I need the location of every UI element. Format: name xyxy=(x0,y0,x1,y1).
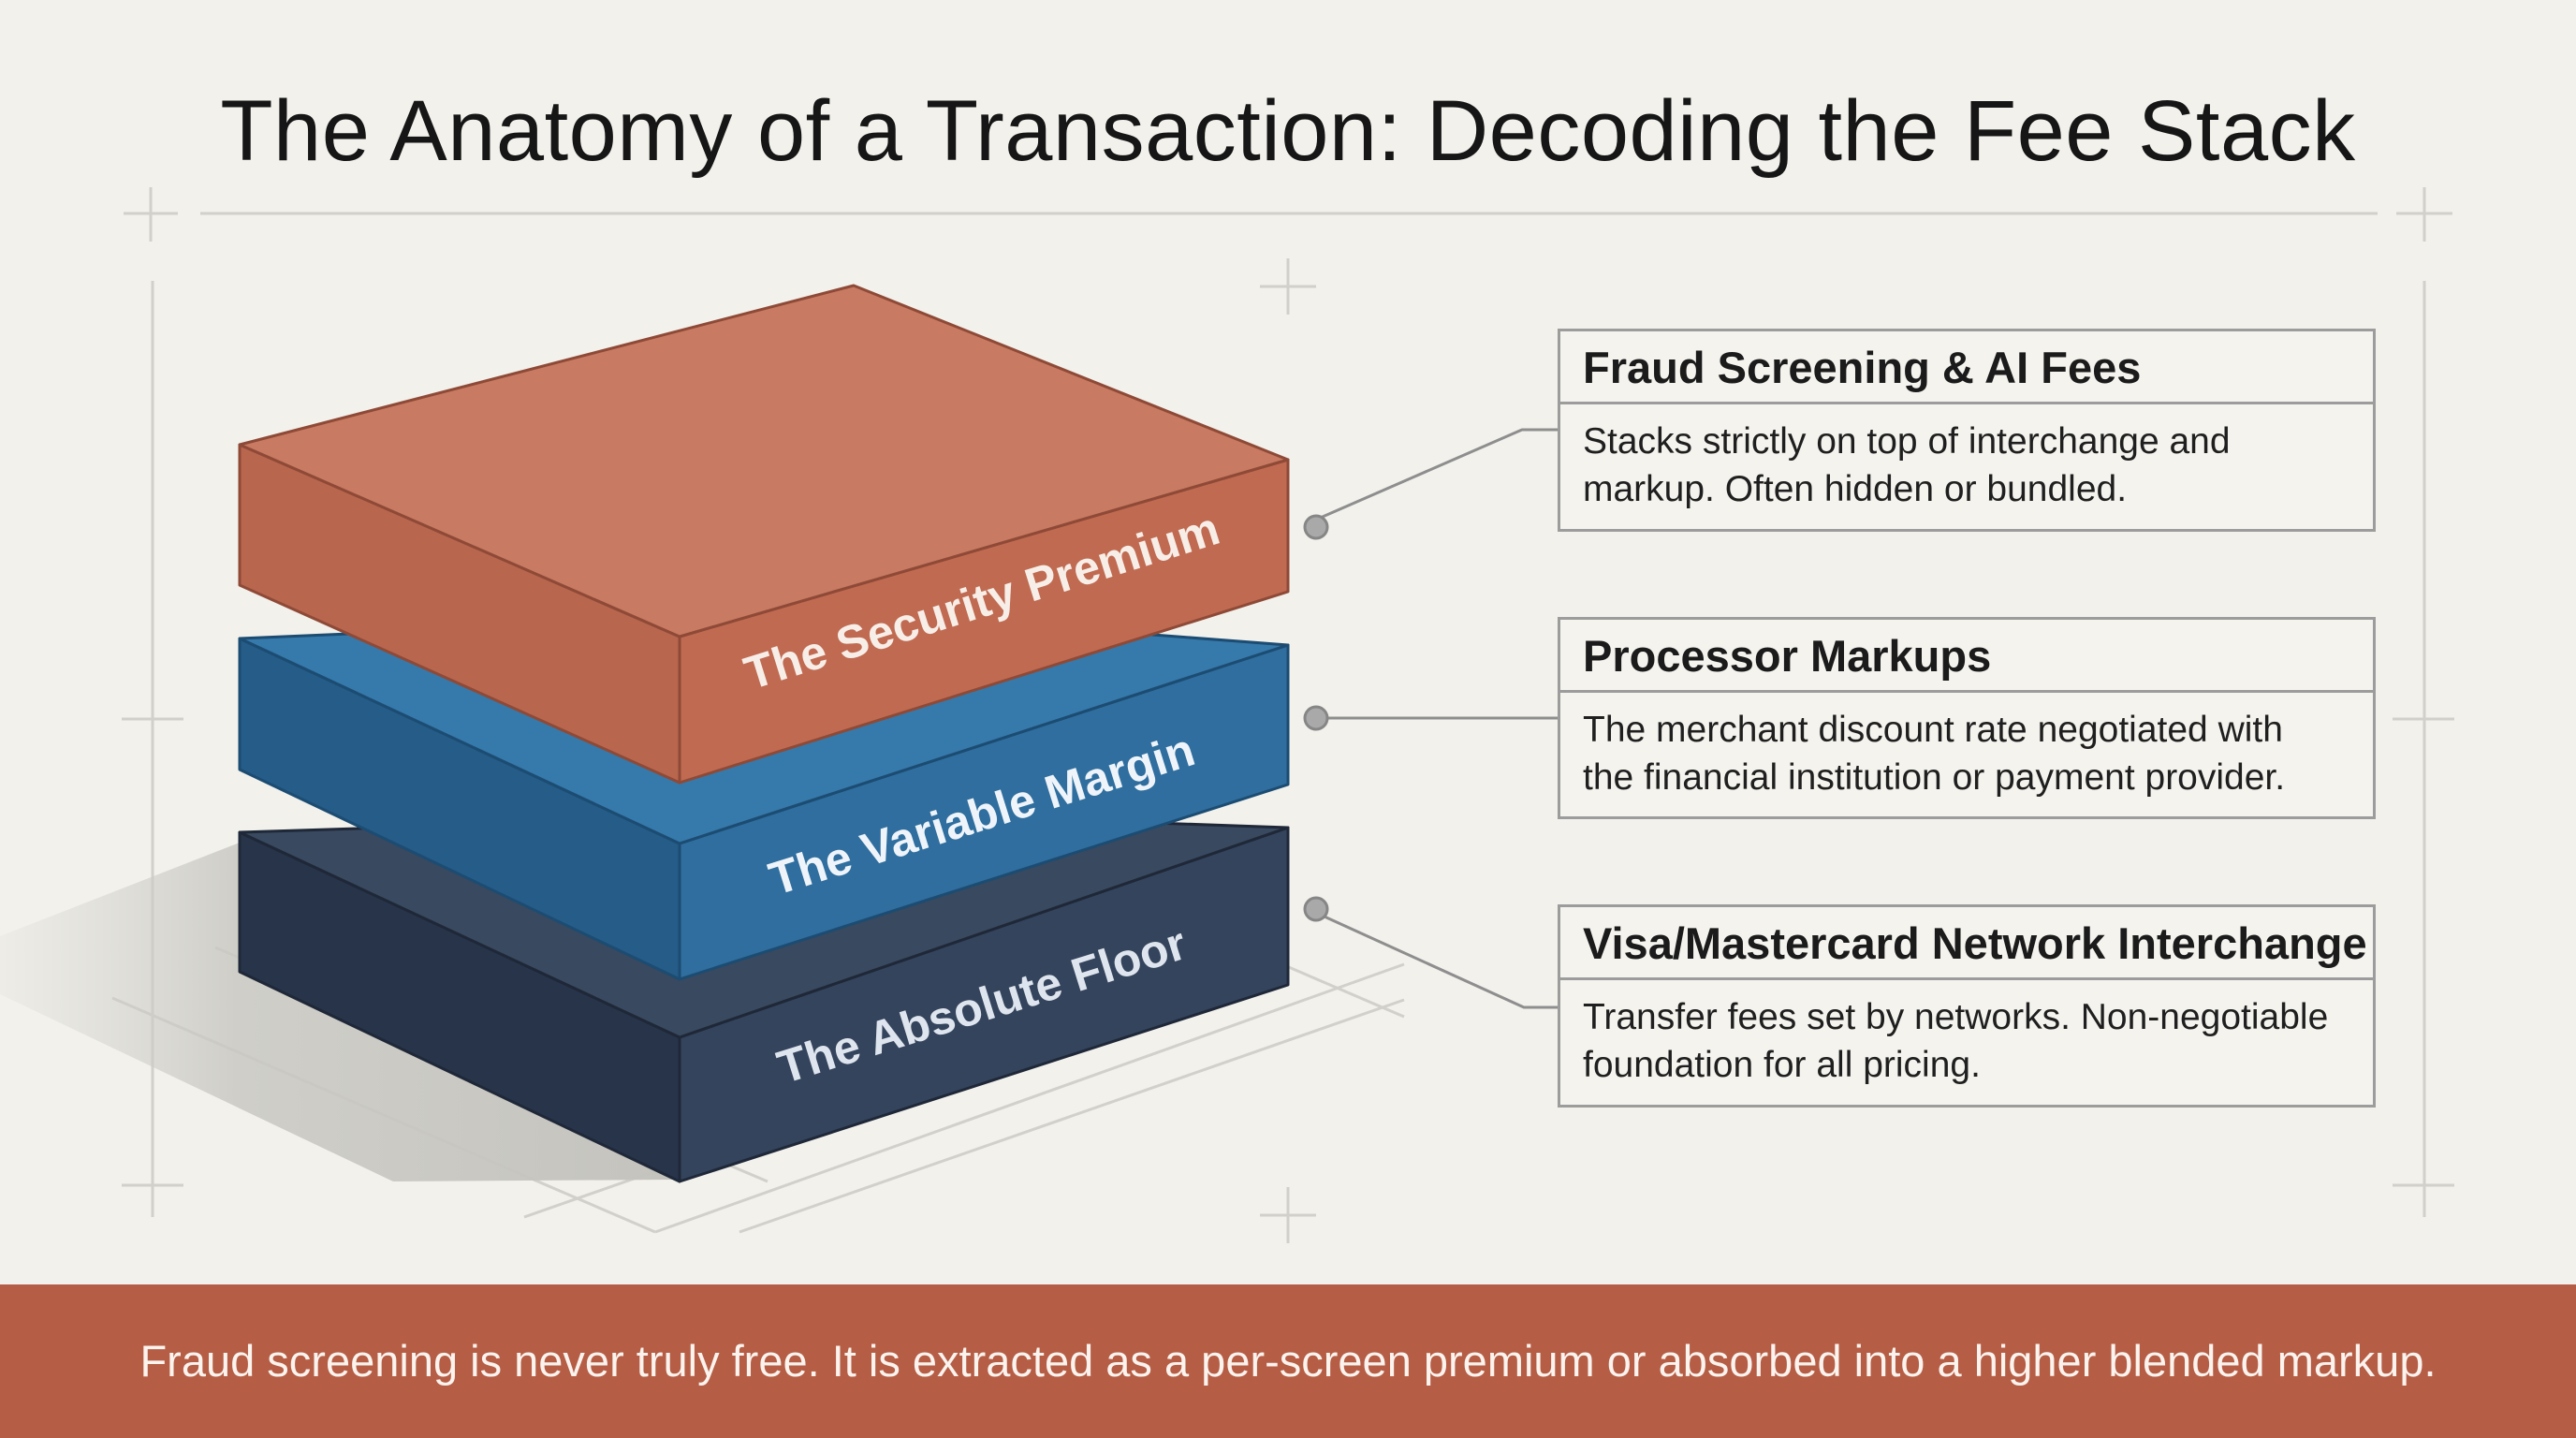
layer-security-premium xyxy=(238,284,1290,785)
callout-fraud-screening: Fraud Screening & AI Fees Stacks strictl… xyxy=(1558,329,2376,532)
callout-line: The merchant discount rate negotiated wi… xyxy=(1583,710,2283,750)
callout-description: Transfer fees set by networks. Non-negot… xyxy=(1560,980,2373,1089)
footer-banner: Fraud screening is never truly free. It … xyxy=(0,1284,2576,1438)
callout-title: Processor Markups xyxy=(1560,620,2373,693)
callout-title: Visa/Mastercard Network Interchange xyxy=(1560,907,2373,980)
connector-dot-1 xyxy=(1303,514,1329,540)
callout-network-interchange: Visa/Mastercard Network Interchange Tran… xyxy=(1558,904,2376,1108)
callout-line: foundation for all pricing. xyxy=(1583,1045,1981,1085)
callout-connectors xyxy=(1315,428,1558,1009)
connector-dot-3 xyxy=(1303,896,1329,922)
callout-line: the financial institution or payment pro… xyxy=(1583,757,2286,798)
callout-line: markup. Often hidden or bundled. xyxy=(1583,469,2128,509)
callout-title: Fraud Screening & AI Fees xyxy=(1560,331,2373,404)
callout-line: Stacks strictly on top of interchange an… xyxy=(1583,421,2231,462)
connector-dots xyxy=(1303,514,1329,922)
callout-line: Transfer fees set by networks. Non-negot… xyxy=(1583,997,2329,1037)
connector-dot-2 xyxy=(1303,705,1329,731)
callout-description: The merchant discount rate negotiated wi… xyxy=(1560,693,2373,801)
callout-description: Stacks strictly on top of interchange an… xyxy=(1560,404,2373,513)
footer-text: Fraud screening is never truly free. It … xyxy=(139,1336,2437,1386)
page-title: The Anatomy of a Transaction: Decoding t… xyxy=(220,83,2356,179)
fee-stack-diagram: The Security Premium The Variable Margin… xyxy=(0,187,2454,1243)
callout-processor-markups: Processor Markups The merchant discount … xyxy=(1558,617,2376,819)
